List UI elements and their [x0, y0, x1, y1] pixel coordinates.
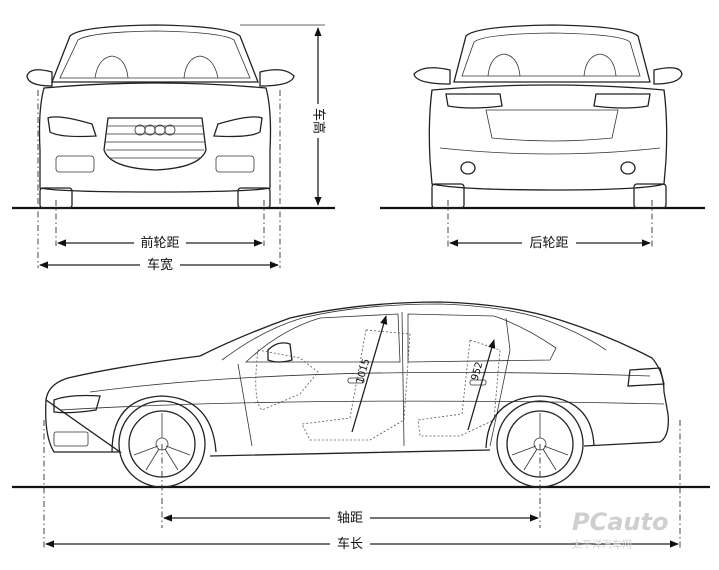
rear-window	[453, 24, 651, 83]
left-headlight	[47, 116, 97, 138]
length-label: 车长	[337, 536, 363, 552]
front-windshield	[51, 24, 259, 83]
front-right-tire	[237, 187, 271, 209]
right-exhaust	[620, 161, 636, 175]
rear-headroom-value: 952	[470, 361, 486, 382]
rear-right-tire	[633, 183, 667, 209]
front-grille	[103, 117, 207, 171]
right-mirror	[259, 69, 295, 87]
wheelbase-label: 轴距	[337, 511, 363, 526]
side-mirror	[267, 342, 293, 363]
watermark-subtitle: 太平洋汽车网	[572, 538, 632, 551]
rear-left-tire	[431, 183, 465, 209]
rear-body	[428, 84, 668, 191]
rear-seat-outline	[417, 339, 501, 437]
left-mirror	[26, 69, 53, 87]
front-headroom-line	[351, 315, 388, 433]
brand-rings-logo	[134, 124, 176, 136]
right-taillight	[593, 93, 651, 109]
front-view: 车高 前轮距 车宽	[12, 24, 335, 274]
left-exhaust	[460, 161, 476, 175]
rear-left-mirror	[413, 67, 451, 85]
side-taillight	[627, 367, 665, 387]
rear-headroom-line	[467, 339, 496, 431]
front-seat-outline	[255, 349, 319, 411]
rear-track-label: 后轮距	[529, 236, 568, 251]
watermark: PCauto 太平洋汽车网	[572, 508, 668, 551]
right-headlight	[213, 116, 263, 138]
front-wheel-arch	[111, 395, 217, 453]
rear-right-mirror	[653, 67, 683, 85]
front-track-label: 前轮距	[140, 235, 179, 251]
front-left-tire	[39, 187, 73, 209]
width-label: 车宽	[147, 257, 173, 273]
left-taillight	[445, 93, 503, 109]
watermark-brand: PCauto	[572, 508, 668, 536]
height-label: 车高	[311, 108, 327, 134]
rear-view: 后轮距	[380, 24, 705, 252]
side-headlight	[53, 394, 101, 414]
rear-wheel-arch	[485, 395, 595, 449]
front-body	[38, 82, 272, 193]
front-seat-back-outline	[301, 329, 411, 441]
side-view: 1015 952 轴距 车长	[12, 301, 710, 553]
